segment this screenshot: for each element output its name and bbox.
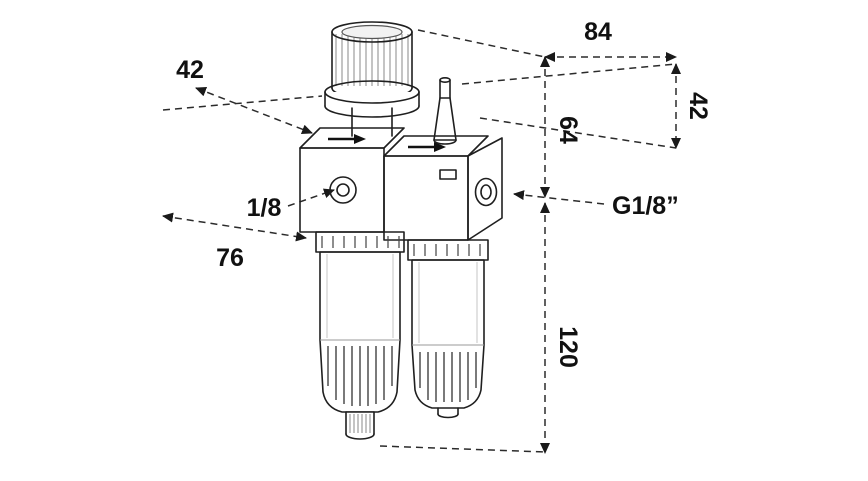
left-block-front-face (299, 147, 385, 233)
right-bowl-collar (407, 239, 489, 261)
left-port-hole (329, 176, 357, 204)
dim-label-port-left: 1/8 (247, 194, 282, 222)
dim-line-depth-left (195, 86, 313, 135)
right-bowl-base (437, 407, 459, 419)
right-block-front-face (383, 155, 469, 241)
box-front-top-edge-right (479, 117, 677, 149)
knob-cap (331, 21, 413, 43)
regulator-knob (324, 21, 420, 137)
gauge-slot (439, 169, 457, 180)
frl-unit-drawing (299, 21, 503, 440)
dim-line-width-front (162, 212, 307, 242)
dim-label-bowl-height: 120 (554, 326, 582, 368)
pilot-cone (433, 77, 457, 145)
box-back-top-edge-right (461, 63, 677, 85)
left-collar-ticks (321, 236, 400, 248)
left-bowl-collar (315, 231, 405, 253)
dim-label-width-front: 76 (216, 244, 244, 272)
dim-label-width-top: 84 (584, 18, 612, 46)
right-bowl-body (411, 259, 485, 409)
left-bowl (315, 231, 405, 440)
right-port-hole (474, 177, 498, 207)
dimension-lines (162, 52, 681, 454)
dim-label-depth-left: 42 (176, 56, 204, 84)
dimension-labels: 42 84 42 64 120 76 1/8 G1/8” (176, 18, 712, 368)
right-bowl (407, 239, 489, 419)
box-back-top-edge-left (162, 95, 323, 111)
leader-left-port (287, 188, 335, 207)
extension-top (417, 29, 546, 58)
knob-flange (325, 92, 419, 106)
right-collar-ticks (413, 244, 481, 256)
dim-label-body-height: 64 (554, 116, 582, 144)
flow-arrow-left (328, 134, 366, 144)
manifold-body (299, 127, 503, 241)
left-bowl-flutes (327, 346, 393, 406)
dim-label-port-right: G1/8” (612, 192, 679, 220)
right-bowl-flutes (419, 352, 477, 402)
flow-arrow-right (408, 142, 446, 152)
extension-bottom (379, 445, 546, 453)
drain-valve (345, 411, 375, 440)
leader-right-port (513, 190, 605, 205)
dim-label-depth-right: 42 (684, 92, 712, 120)
left-bowl-body (319, 251, 401, 413)
